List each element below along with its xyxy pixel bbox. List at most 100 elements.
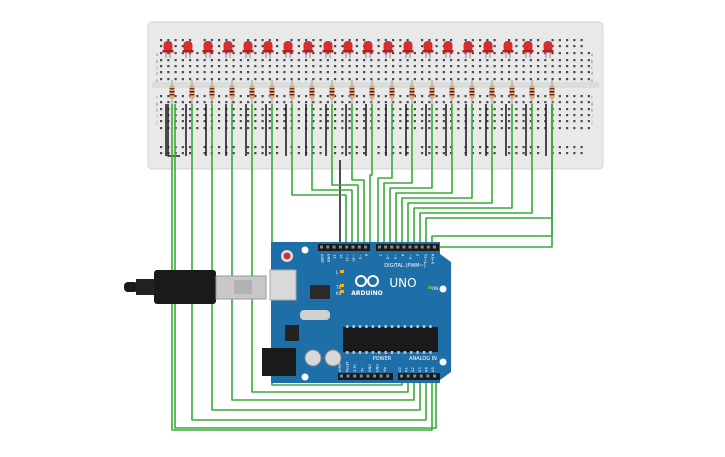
row-letter: a: [156, 52, 159, 57]
wire[interactable]: [438, 104, 553, 248]
wire[interactable]: [383, 104, 413, 243]
resistor[interactable]: [369, 80, 375, 104]
wire[interactable]: [167, 104, 180, 157]
led[interactable]: [182, 41, 194, 58]
arduino-model: UNO: [389, 276, 416, 290]
row-letter: b: [591, 59, 594, 64]
resistor[interactable]: [289, 80, 295, 104]
usb-cable[interactable]: [124, 270, 267, 304]
row-letter: e: [156, 78, 159, 83]
analog-pin-label: A2: [411, 367, 415, 372]
wire[interactable]: [311, 104, 353, 243]
row-letter: j: [155, 120, 157, 125]
row-letter: f: [591, 95, 593, 100]
resistor[interactable]: [329, 80, 335, 104]
resistor[interactable]: [509, 80, 515, 104]
wire[interactable]: [419, 104, 533, 243]
led[interactable]: [502, 41, 514, 58]
power-pin-label: IOREF: [338, 362, 342, 372]
resistor[interactable]: [229, 80, 235, 104]
wire[interactable]: [389, 104, 433, 243]
digital-header-label: DIGITAL (PWM~): [384, 263, 426, 269]
resistor[interactable]: [309, 80, 315, 104]
power-label: POWER: [373, 356, 392, 362]
rx-label: RX: [336, 291, 342, 296]
led[interactable]: [242, 41, 254, 58]
led[interactable]: [322, 41, 334, 58]
resistor[interactable]: [449, 80, 455, 104]
resistor[interactable]: [529, 80, 535, 104]
led[interactable]: [342, 41, 354, 58]
power-pin-label: RESET: [346, 360, 350, 372]
analog-pin-label: A4: [424, 367, 428, 372]
led[interactable]: [222, 41, 234, 58]
wire[interactable]: [174, 104, 437, 429]
wire[interactable]: [211, 104, 421, 411]
resistor[interactable]: [269, 80, 275, 104]
resistor[interactable]: [409, 80, 415, 104]
power-pin-label: GND: [368, 364, 372, 372]
led[interactable]: [442, 41, 454, 58]
wire[interactable]: [351, 104, 365, 243]
wire[interactable]: [369, 104, 373, 243]
arduino-board[interactable]: ARDUINO UNO DIGITAL (PWM~) POWER ANALOG …: [262, 242, 451, 383]
led[interactable]: [522, 41, 534, 58]
resistor[interactable]: [489, 80, 495, 104]
led[interactable]: [422, 41, 434, 58]
tx-label: TX: [335, 285, 341, 290]
power-pin-label: 5V: [361, 367, 365, 372]
header-pin-label: RX←0: [431, 254, 435, 265]
analog-pin-label: A5: [431, 367, 435, 372]
power-pin-label: 3.3V: [353, 364, 357, 372]
wire[interactable]: [191, 104, 427, 421]
led[interactable]: [202, 41, 214, 58]
led[interactable]: [542, 41, 554, 58]
wire[interactable]: [401, 104, 473, 243]
led[interactable]: [162, 41, 174, 58]
row-letter: i: [591, 114, 592, 119]
wire[interactable]: [231, 104, 415, 401]
row-letter: e: [591, 78, 594, 83]
resistor[interactable]: [169, 80, 175, 104]
wire[interactable]: [251, 104, 409, 393]
wire[interactable]: [171, 104, 433, 431]
row-letter: c: [591, 65, 593, 70]
led[interactable]: [382, 41, 394, 58]
row-letter: b: [156, 59, 159, 64]
row-letter: g: [156, 101, 159, 106]
l-label: L: [336, 270, 339, 275]
resistor[interactable]: [189, 80, 195, 104]
resistor[interactable]: [549, 80, 555, 104]
arduino-logo: [355, 275, 379, 287]
resistor[interactable]: [389, 80, 395, 104]
header-pin-label: 4: [401, 254, 405, 257]
resistor[interactable]: [249, 80, 255, 104]
wire[interactable]: [377, 104, 393, 243]
led[interactable]: [362, 41, 374, 58]
led[interactable]: [402, 41, 414, 58]
header-pin-label: ~11: [345, 254, 349, 262]
led[interactable]: [462, 41, 474, 58]
led[interactable]: [262, 41, 274, 58]
wire[interactable]: [407, 104, 493, 243]
resistor[interactable]: [429, 80, 435, 104]
wire[interactable]: [413, 104, 513, 243]
wire[interactable]: [395, 104, 453, 243]
analog-pin-label: A0: [398, 367, 402, 372]
header-pin-label: TX→1: [423, 253, 427, 264]
row-letter: i: [156, 114, 157, 119]
row-letter: c: [156, 65, 158, 70]
resistor[interactable]: [349, 80, 355, 104]
header-pin-label: 12: [339, 254, 343, 259]
led[interactable]: [302, 41, 314, 58]
header-pin-label: ~5: [393, 254, 397, 259]
led[interactable]: [282, 41, 294, 58]
wire[interactable]: [331, 104, 359, 243]
resistor[interactable]: [469, 80, 475, 104]
wire[interactable]: [291, 104, 347, 243]
row-letter: g: [591, 101, 594, 106]
led[interactable]: [482, 41, 494, 58]
resistor[interactable]: [209, 80, 215, 104]
